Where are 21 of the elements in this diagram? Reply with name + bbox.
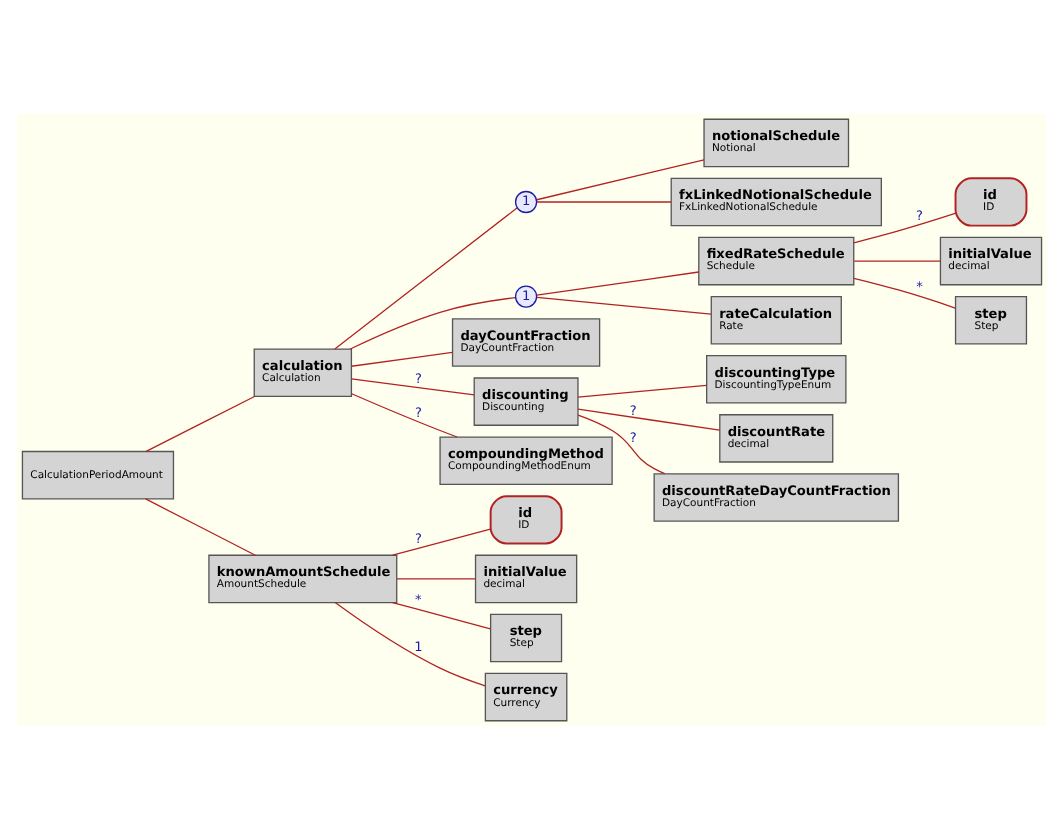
connector [536, 158, 705, 200]
connector [396, 577, 476, 579]
connector [536, 200, 672, 202]
connector [577, 407, 721, 430]
connector [853, 259, 941, 261]
connector [145, 497, 256, 555]
connector [350, 350, 453, 366]
connector [536, 295, 712, 314]
connector [350, 377, 475, 395]
connector [351, 392, 458, 437]
connector [577, 413, 666, 474]
connector [391, 600, 491, 629]
connector [145, 394, 256, 452]
connector [349, 295, 516, 349]
connector [334, 600, 486, 686]
connector [536, 270, 700, 295]
connector [391, 527, 491, 555]
connector [334, 206, 518, 349]
connector [853, 276, 956, 308]
connector [577, 383, 708, 397]
connector [853, 211, 956, 243]
